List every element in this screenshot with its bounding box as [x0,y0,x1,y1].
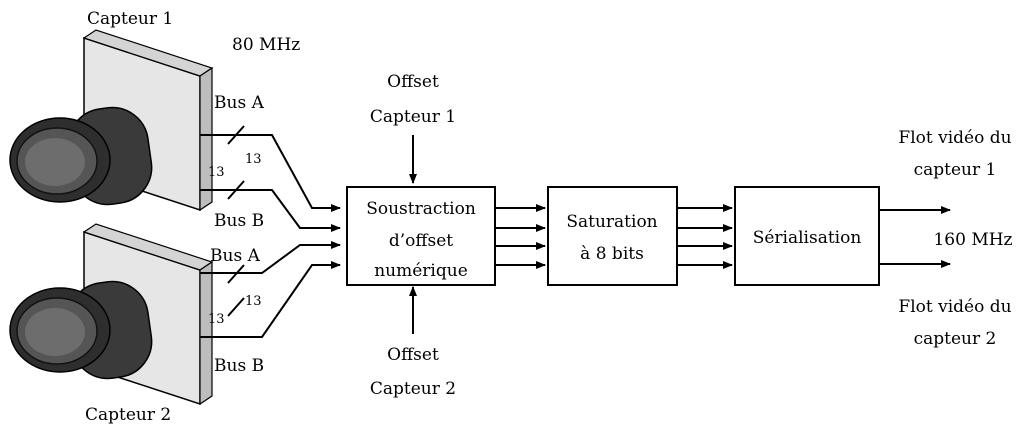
sensor-2-label: Capteur 2 [85,405,171,425]
offset-1-line1: Offset [387,72,439,92]
saturation-block [547,186,678,286]
output-1-line2: capteur 1 [914,160,997,180]
bus-2b-width: 13 [208,312,225,327]
bus-1b-slash [227,180,245,200]
offset-1-line2: Capteur 1 [370,107,456,127]
bus-2a-label: Bus A [210,246,261,266]
output-2-line1: Flot vidéo du [898,297,1011,317]
sensor-2-buses [200,241,341,338]
saturation-block-line2: à 8 bits [580,244,644,264]
serialisation-block-label: Sérialisation [753,228,862,248]
offset-subtraction-block [346,186,496,286]
offset-2-line2: Capteur 2 [370,379,456,399]
saturation-block-line1: Saturation [566,212,657,232]
offset-block-line2: d’offset [389,231,453,251]
output-arrows [879,206,951,268]
serialisation-block [734,186,880,286]
output-2-line2: capteur 2 [914,329,997,349]
output-1-line1: Flot vidéo du [898,128,1011,148]
bus-2a-slash [227,264,245,284]
bus-1a-label: Bus A [214,93,265,113]
offset-block-line3: numérique [374,261,468,281]
camera-1-icon [9,29,214,212]
block1-to-block2-arrows [495,204,546,269]
bus-2a-width: 13 [245,294,262,309]
bus-2a-wire [200,241,341,274]
block2-to-block3-arrows [677,204,733,269]
offset-block-line1: Soustraction [366,199,476,219]
input-clock-label: 80 MHz [232,35,300,55]
output-clock-label: 160 MHz [933,230,1012,250]
bus-1a-width: 13 [245,152,262,167]
bus-1a-slash [227,125,245,145]
bus-2b-label: Bus B [214,356,264,376]
sensor-1-buses [200,125,341,232]
camera-2-icon [9,223,214,406]
bus-2b-slash [227,297,245,317]
sensor-1-label: Capteur 1 [87,9,173,29]
offset-2-line1: Offset [387,345,439,365]
bus-1b-width: 13 [208,165,225,180]
bus-1b-label: Bus B [214,211,264,231]
bus-2b-wire [200,261,341,338]
